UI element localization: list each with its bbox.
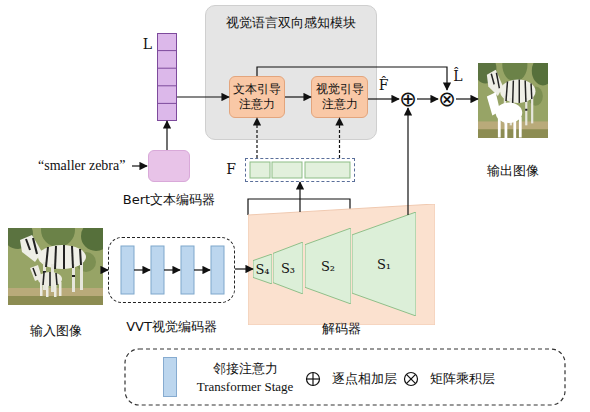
node-text: 文本引导注意力 [230, 77, 284, 117]
vector-cell-lines [157, 51, 177, 104]
attention-box: 文本引导注意力 [229, 76, 285, 118]
node-text: S₄ [253, 254, 272, 284]
output-photo [474, 48, 554, 139]
decoder-stage: S₃ [273, 242, 303, 294]
connector [257, 67, 447, 90]
legend-frame [125, 349, 565, 405]
decoder-outline-shape [248, 204, 435, 325]
connector [456, 98, 478, 99]
add-symbol [307, 373, 320, 386]
prompt-text: “smaller zebra” [38, 158, 125, 174]
encoder-group: VVT视觉编码器 [108, 237, 235, 303]
node-text: F [226, 161, 236, 177]
prompt-arrow [132, 165, 147, 166]
add-operator: ⊕ [399, 90, 417, 108]
module-box: 视觉语言双向感知模块文本引导注意力视觉引导注意力 [205, 5, 377, 140]
node-text: ⊗ [438, 90, 456, 108]
connector [368, 98, 399, 99]
stage-outline-shape [253, 254, 272, 284]
connector [177, 96, 229, 97]
legend-text: 矩阵乘积层 [423, 370, 501, 388]
node-text: ⊕ [399, 90, 417, 108]
decoder-band: 解码器S₄S₃S₂S₁ [248, 204, 435, 325]
node-text: 视觉引导注意力 [312, 77, 367, 117]
node-text: 视觉语言双向感知模块 [206, 14, 376, 32]
node-text: 解码器 [322, 320, 361, 338]
visual-feature-vector: F [245, 158, 355, 182]
node-text: Bert文本编码器 [123, 191, 215, 209]
connector [235, 268, 253, 269]
node-text: 输出图像 [487, 162, 539, 180]
encoder-box: Bert文本编码器 [148, 150, 190, 182]
node-text: VVT视觉编码器 [126, 318, 217, 336]
transformer-stages [121, 246, 224, 294]
output-image: 输出图像 [478, 63, 548, 138]
stage-arrows [134, 269, 210, 270]
decoder-stage: S₂ [305, 228, 351, 304]
connector [299, 182, 300, 212]
text-feature-vector: L [157, 33, 177, 121]
edge-label: F̂ [379, 77, 389, 93]
legend-swatch [163, 357, 177, 397]
attention-box: 视觉引导注意力 [311, 76, 368, 118]
node-text: S₂ [305, 228, 351, 304]
legend-text: 逐点相加层 [325, 370, 403, 388]
input-image: 输入图像 [8, 228, 103, 305]
decoder-stage: S₄ [253, 254, 272, 284]
connector [166, 121, 167, 150]
connector [285, 96, 311, 97]
connector [339, 118, 340, 158]
stage-outline-shape [352, 212, 416, 316]
decoder-stage: S₁ [352, 212, 416, 316]
node-text: 输入图像 [30, 322, 82, 340]
connector [417, 98, 438, 99]
legend-text: 邻接注意力 Transformer Stage [184, 360, 306, 396]
connector [103, 269, 108, 270]
connector [407, 108, 408, 215]
vector-cells [157, 33, 177, 121]
stage-outline-shape [305, 228, 351, 304]
node-text: L [143, 36, 152, 52]
input-photo [8, 228, 103, 305]
connector [256, 118, 257, 158]
node-text: S₁ [352, 212, 416, 316]
multiply-symbol [405, 373, 418, 386]
feature-cells [250, 162, 350, 178]
node-text: S₃ [273, 242, 303, 294]
stage-outline-shape [273, 242, 303, 294]
edge-label: L̂ [453, 68, 462, 84]
multiply-operator: ⊗ [438, 90, 456, 108]
